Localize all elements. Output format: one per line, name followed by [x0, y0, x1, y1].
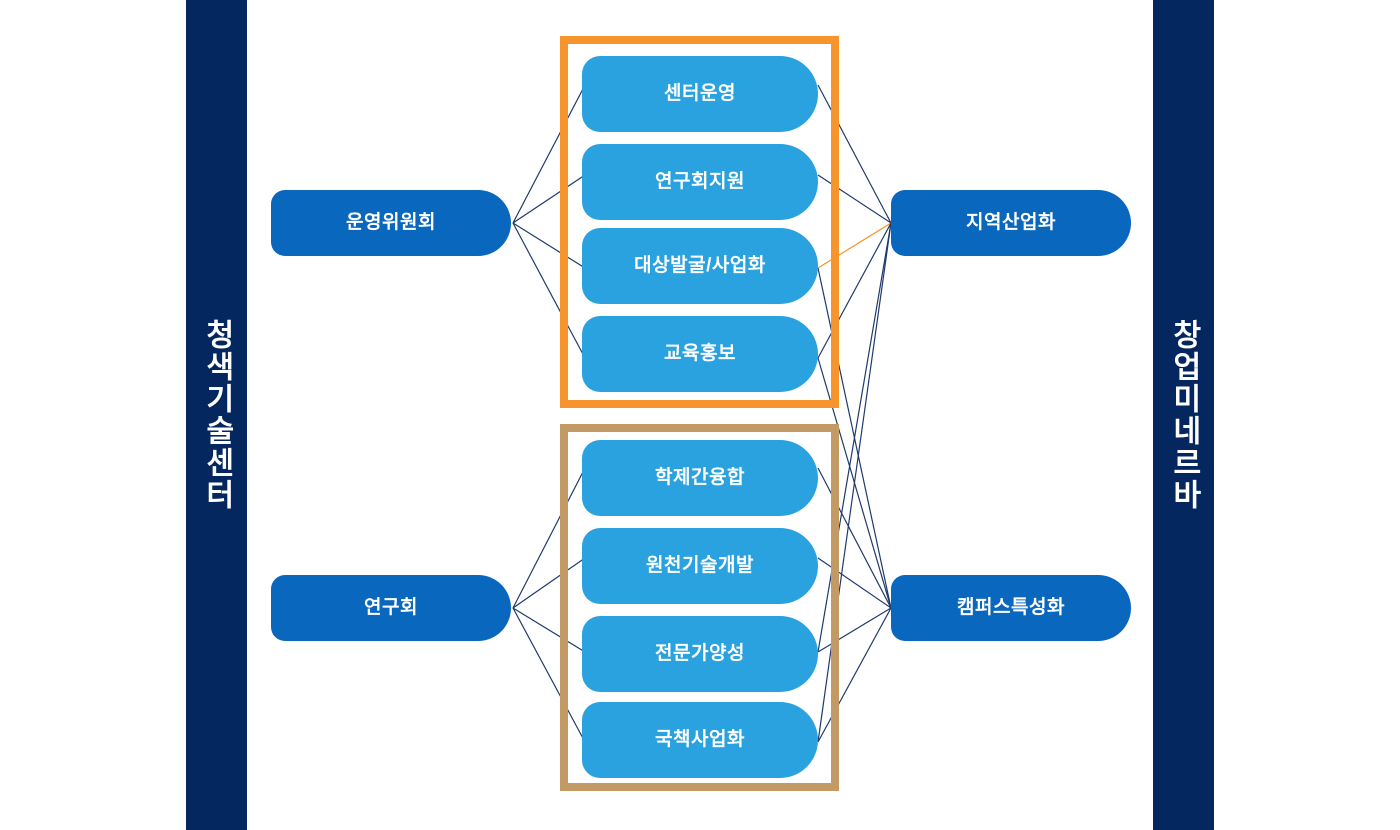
banner-right: 창업미네르바 — [1153, 0, 1214, 830]
node-education-pr[interactable]: 교육홍보 — [582, 316, 818, 392]
node-expert-training[interactable]: 전문가양성 — [582, 616, 818, 692]
node-core-tech-development[interactable]: 원천기술개발 — [582, 528, 818, 604]
node-target-discovery[interactable]: 대상발굴/사업화 — [582, 228, 818, 304]
node-campus-specialization[interactable]: 캠퍼스특성화 — [891, 575, 1131, 641]
node-research-society[interactable]: 연구회 — [271, 575, 511, 641]
banner-left-label: 청색기술센터 — [200, 319, 234, 511]
banner-right-label: 창업미네르바 — [1167, 319, 1201, 511]
group-frame-operations — [560, 36, 839, 408]
banner-left: 청색기술센터 — [186, 0, 247, 830]
node-regional-industry[interactable]: 지역산업화 — [891, 190, 1131, 256]
node-interdisciplinary[interactable]: 학제간융합 — [582, 440, 818, 516]
node-national-project[interactable]: 국책사업화 — [582, 702, 818, 778]
node-society-support[interactable]: 연구회지원 — [582, 144, 818, 220]
node-steering-committee[interactable]: 운영위원회 — [271, 190, 511, 256]
node-center-operation[interactable]: 센터운영 — [582, 56, 818, 132]
group-frame-research — [560, 424, 839, 791]
